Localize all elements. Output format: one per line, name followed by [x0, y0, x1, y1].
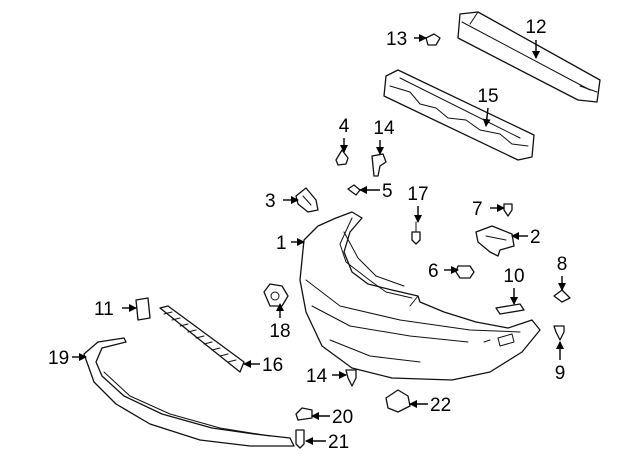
callout-4: 4 — [339, 116, 350, 137]
part-1-bumper-cover — [299, 211, 541, 381]
part-19-lower-spoiler — [83, 337, 295, 447]
part-15-energy-absorber — [383, 69, 535, 161]
callout-19: 19 — [48, 348, 69, 369]
callout-17: 17 — [407, 184, 428, 205]
callout-2: 2 — [530, 227, 541, 248]
part-6-bolt — [455, 265, 475, 279]
callout-11: 11 — [94, 299, 114, 320]
leader-15 — [482, 107, 491, 127]
callout-21: 21 — [328, 432, 349, 453]
callout-14-upper: 14 — [373, 118, 395, 139]
callout-18: 18 — [269, 321, 290, 342]
part-8-clip — [553, 289, 571, 303]
part-12-reinforcement — [457, 11, 601, 103]
part-3-bracket — [295, 187, 319, 213]
part-14-retainer-upper — [371, 153, 387, 177]
callout-20: 20 — [332, 407, 353, 428]
callout-10: 10 — [503, 266, 524, 287]
part-9-fastener — [553, 325, 565, 341]
part-14-retainer-lower — [345, 369, 357, 387]
callout-13: 13 — [386, 29, 407, 50]
part-22-bracket — [385, 389, 411, 413]
part-21-screw — [295, 429, 305, 449]
part-11-plate — [135, 297, 151, 321]
part-7-screw — [503, 203, 513, 217]
callout-9: 9 — [555, 363, 566, 384]
callout-15: 15 — [477, 86, 498, 107]
callout-14-lower: 14 — [306, 366, 328, 387]
part-13-clip — [425, 33, 441, 46]
callout-6: 6 — [428, 261, 439, 282]
callout-7: 7 — [472, 199, 483, 220]
part-5-clip — [347, 184, 361, 196]
callout-1: 1 — [276, 233, 287, 254]
part-4-clip — [335, 149, 349, 166]
callout-22: 22 — [430, 395, 451, 416]
callout-3: 3 — [265, 191, 276, 212]
part-2-side-bracket — [475, 225, 515, 257]
callout-5: 5 — [382, 181, 393, 202]
part-16-grille — [159, 305, 245, 373]
part-17-bolt — [411, 221, 421, 245]
part-10-strip — [495, 303, 525, 315]
part-20-nut — [295, 407, 313, 421]
callout-12: 12 — [525, 17, 546, 38]
callout-16: 16 — [262, 355, 283, 376]
callout-8: 8 — [557, 254, 568, 275]
part-18-bracket — [263, 283, 289, 307]
